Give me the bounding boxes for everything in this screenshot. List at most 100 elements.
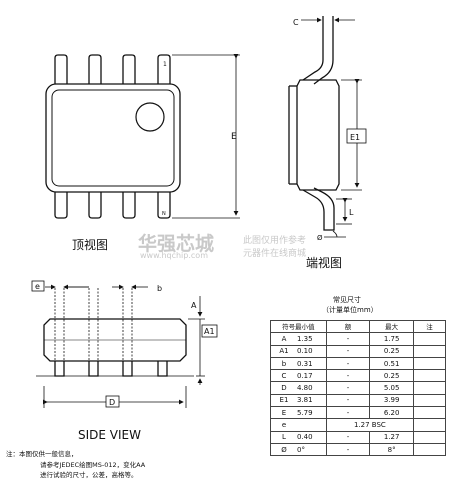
row-symbol: E: [281, 408, 287, 417]
e-b-dimension: [45, 284, 148, 376]
dim-C-label: C: [293, 18, 299, 27]
footnote-line1: 注：本图仅供一般信息，: [6, 450, 78, 458]
row-min: 5.79: [297, 408, 313, 417]
row-max: 1.27: [369, 430, 415, 444]
a-dimension: [188, 296, 205, 385]
row-note: [413, 393, 446, 408]
top-view: [45, 54, 181, 219]
row-symbol: Ø: [281, 445, 287, 454]
top-view-caption: 顶视图: [72, 238, 109, 252]
table-header-row: 符号最小值 额 最大 注: [270, 319, 446, 334]
table-row: b 0.31 - 0.51: [270, 356, 446, 371]
row-symbol: A: [281, 334, 287, 343]
theta-dimension: [324, 230, 346, 238]
row-nom: -: [325, 332, 371, 346]
table-row: C 0.17 - 0.25: [270, 369, 446, 383]
watermark-url: www.hqchip.com: [140, 251, 208, 260]
e-dimension: [172, 54, 240, 219]
row-nom: -: [325, 381, 371, 395]
row-nom: -: [325, 344, 371, 358]
row-nom: -: [325, 369, 371, 383]
header-note: 注: [413, 319, 446, 334]
row-min: 3.81: [297, 396, 313, 405]
pin1-label: 1: [163, 61, 167, 68]
dim-b-label: b: [157, 284, 162, 293]
table-row: Ø 0° - 8°: [270, 442, 446, 457]
row-max: 0.25: [369, 369, 415, 383]
row-min: 0.31: [297, 359, 313, 368]
side-view: [36, 318, 194, 377]
row-min: 0°: [297, 445, 305, 454]
row-nom: -: [325, 356, 371, 371]
row-nom: -: [325, 442, 371, 457]
row-symbol: E1: [279, 396, 289, 405]
row-nom: -: [325, 430, 371, 444]
bottom-pins: [54, 192, 171, 219]
table-row: e 1.27 BSC: [270, 418, 446, 432]
watermark-line1: 此图仅用作参考: [243, 236, 307, 246]
row-min: 0.17: [297, 371, 313, 380]
row-note: [413, 344, 446, 358]
row-note: [413, 430, 446, 444]
row-max: 6.20: [369, 406, 415, 420]
row-note: [413, 332, 446, 346]
row-symbol: e: [281, 421, 287, 430]
row-min: 0.10: [297, 347, 313, 356]
row-max: 8°: [369, 442, 415, 457]
row-min: 4.80: [297, 384, 313, 393]
footnote: 注：本图仅供一般信息， 请参考JEDEC绘图MS-012，变化AA 进行试验的尺…: [6, 449, 145, 481]
table-row: E 5.79 - 6.20: [270, 406, 446, 420]
row-note: [413, 369, 446, 383]
header-max: 最大: [369, 319, 415, 334]
dim-A-label: A: [191, 301, 197, 310]
watermark-brand: 华强芯城: [138, 233, 215, 255]
table-row: A 1.35 - 1.75: [270, 332, 446, 346]
row-note: [413, 442, 446, 457]
table-title: 常见尺寸: [333, 296, 361, 304]
table-row: D 4.80 - 5.05: [270, 381, 446, 395]
dim-A1-label: A1: [204, 327, 215, 336]
row-nom: -: [325, 406, 371, 420]
dim-E1-label: E1: [350, 133, 360, 142]
row-symbol: A1: [279, 347, 289, 356]
table-row: A1 0.10 - 0.25: [270, 344, 446, 358]
row-max: 0.25: [369, 344, 415, 358]
row-symbol: C: [281, 371, 287, 380]
dim-E-label: E: [231, 132, 237, 142]
row-note: [413, 406, 446, 420]
row-min: 1.35: [297, 334, 313, 343]
row-max: 5.05: [369, 381, 415, 395]
row-max: 0.51: [369, 356, 415, 371]
row-max: 3.99: [369, 393, 415, 408]
end-view: [288, 16, 340, 231]
footnote-line2: 请参考JEDEC绘图MS-012，变化AA: [40, 460, 146, 469]
row-span-value: 1.27 BSC: [325, 418, 415, 432]
end-view-caption: 端视图: [306, 256, 343, 270]
theta-label: Ø: [317, 234, 323, 242]
l-dimension: [336, 198, 352, 225]
row-min: 0.40: [297, 433, 313, 442]
row-note: [413, 381, 446, 395]
dim-e-label: e: [35, 282, 40, 291]
table-row: L 0.40 - 1.27: [270, 430, 446, 444]
side-view-caption: SIDE VIEW: [78, 428, 141, 442]
footnote-line3: 进行试验的尺寸，公差，高格等。: [40, 471, 138, 479]
row-note: [413, 356, 446, 371]
table-row: E1 3.81 - 3.99: [270, 393, 446, 408]
header-nominal: 额: [325, 319, 371, 334]
watermark-line2: 元器件在线商城: [243, 249, 307, 259]
row-symbol: L: [282, 433, 286, 442]
top-pins: [54, 54, 171, 84]
pin1-dot: [135, 102, 165, 132]
dim-D-label: D: [109, 398, 115, 407]
row-nom: -: [325, 393, 371, 408]
row-symbol: b: [281, 359, 287, 368]
pinN-label: N: [162, 211, 166, 217]
header-symbol-min: 符号最小值: [270, 319, 327, 334]
dim-L-label: L: [349, 208, 354, 217]
table-subtitle: （计量单位mm）: [322, 306, 378, 314]
row-max: 1.75: [369, 332, 415, 346]
row-symbol: D: [281, 384, 287, 393]
